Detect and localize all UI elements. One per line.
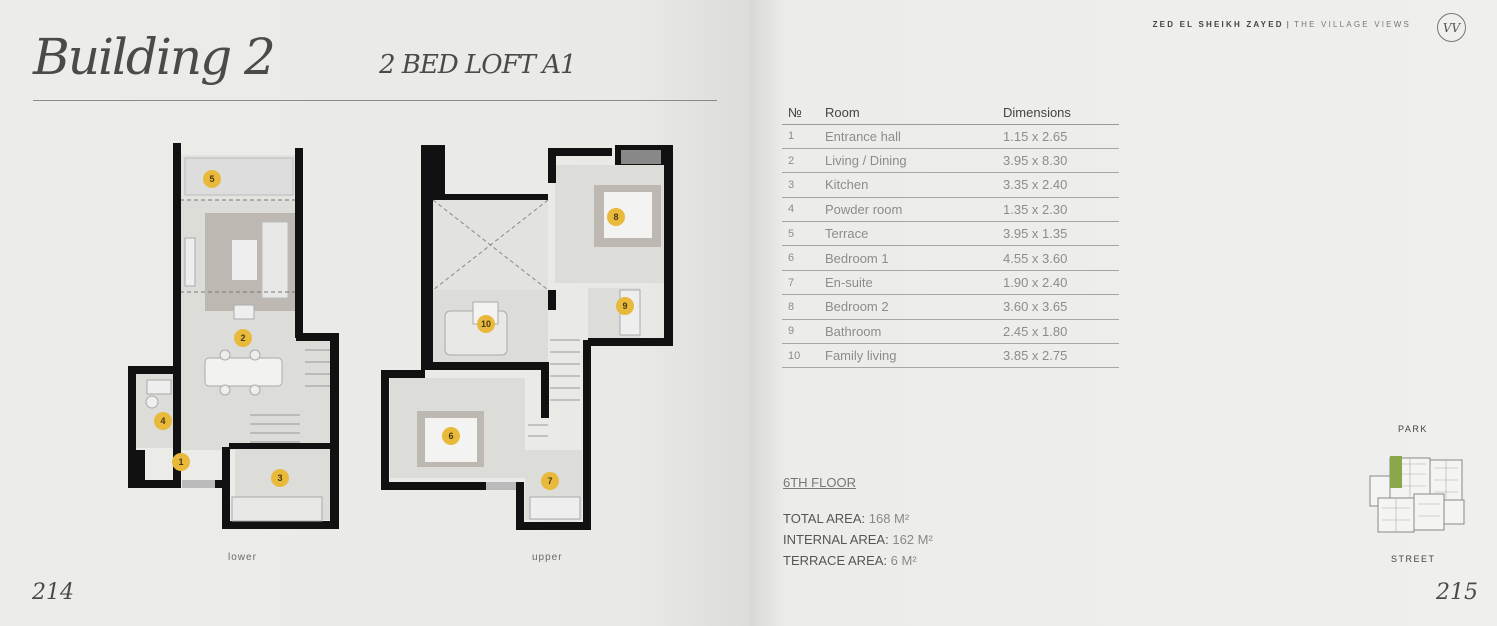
floor-label: 6TH FLOOR [783, 475, 856, 490]
svg-text:7: 7 [547, 476, 552, 486]
area-value: 168 M² [868, 511, 910, 526]
compass-park-label: PARK [1398, 424, 1428, 434]
monogram-logo: VV [1437, 13, 1466, 42]
row-number: 8 [782, 294, 819, 320]
row-number: 4 [782, 197, 819, 223]
building-key-plan [1369, 456, 1465, 533]
area-label: TERRACE AREA: [783, 553, 888, 568]
unit-type-title: 2 BED LOFT A1 [379, 50, 577, 80]
svg-text:9: 9 [622, 301, 627, 311]
col-header-room: Room [819, 102, 997, 125]
terrace-area: TERRACE AREA: 6 M² [783, 550, 933, 571]
row-dimensions: 1.15 x 2.65 [997, 124, 1119, 149]
room-marker-2: 2 [234, 329, 252, 347]
row-room: Terrace [819, 221, 997, 247]
row-room: En-suite [819, 270, 997, 296]
internal-area: INTERNAL AREA: 162 M² [783, 529, 933, 550]
row-dimensions: 3.60 x 3.65 [997, 294, 1119, 320]
svg-text:2: 2 [240, 333, 245, 343]
room-marker-6: 6 [442, 427, 460, 445]
svg-text:4: 4 [160, 416, 165, 426]
room-markers: 5 2 4 1 3 8 9 10 6 7 [154, 170, 634, 490]
room-marker-9: 9 [616, 297, 634, 315]
left-page: Building 2 2 BED LOFT A1 [0, 0, 749, 626]
room-marker-4: 4 [154, 412, 172, 430]
row-dimensions: 1.35 x 2.30 [997, 197, 1119, 223]
row-number: 1 [782, 124, 819, 149]
row-dimensions: 3.95 x 1.35 [997, 221, 1119, 247]
row-room: Bedroom 1 [819, 245, 997, 271]
row-room: Bathroom [819, 319, 997, 345]
col-header-number: № [782, 102, 819, 125]
header-separator: | [1286, 20, 1292, 29]
svg-text:8: 8 [613, 212, 618, 222]
area-label: TOTAL AREA: [783, 511, 866, 526]
running-header: ZED EL SHEIKH ZAYED|THE VILLAGE VIEWS [1153, 20, 1411, 29]
brand-name: ZED EL SHEIKH ZAYED [1152, 20, 1284, 29]
row-room: Entrance hall [819, 124, 997, 149]
floor-plans: 5 2 4 1 3 8 9 10 6 7 [128, 143, 673, 530]
upper-floor-caption: upper [532, 552, 563, 563]
row-dimensions: 3.95 x 8.30 [997, 148, 1119, 174]
row-dimensions: 1.90 x 2.40 [997, 270, 1119, 296]
room-marker-5: 5 [203, 170, 221, 188]
row-room: Powder room [819, 197, 997, 223]
building-title: Building 2 [33, 28, 276, 86]
svg-text:6: 6 [448, 431, 453, 441]
upper-floor-plan [381, 145, 673, 530]
page-number-right: 215 [1436, 580, 1478, 605]
unit-highlight [1390, 456, 1402, 488]
svg-text:5: 5 [209, 174, 214, 184]
compass-street-label: STREET [1391, 554, 1436, 564]
row-number: 5 [782, 221, 819, 247]
room-marker-3: 3 [271, 469, 289, 487]
row-number: 7 [782, 270, 819, 296]
row-number: 9 [782, 319, 819, 345]
row-room: Bedroom 2 [819, 294, 997, 320]
row-number: 6 [782, 245, 819, 271]
row-dimensions: 2.45 x 1.80 [997, 319, 1119, 345]
row-room: Kitchen [819, 172, 997, 198]
row-room: Living / Dining [819, 148, 997, 174]
row-dimensions: 3.85 x 2.75 [997, 343, 1119, 369]
row-dimensions: 4.55 x 3.60 [997, 245, 1119, 271]
project-name: THE VILLAGE VIEWS [1294, 20, 1411, 29]
area-value: 162 M² [892, 532, 933, 547]
row-number: 10 [782, 343, 819, 369]
area-summary: TOTAL AREA: 168 M² INTERNAL AREA: 162 M²… [783, 508, 933, 571]
svg-text:3: 3 [277, 473, 282, 483]
room-marker-8: 8 [607, 208, 625, 226]
row-room: Family living [819, 343, 997, 369]
col-header-dimensions: Dimensions [997, 102, 1119, 125]
svg-text:1: 1 [178, 457, 183, 467]
svg-text:10: 10 [481, 319, 491, 329]
title-divider [33, 100, 717, 101]
table-header-row: № Room Dimensions [782, 102, 1119, 125]
room-marker-7: 7 [541, 472, 559, 490]
row-dimensions: 3.35 x 2.40 [997, 172, 1119, 198]
page-number-left: 214 [32, 580, 74, 605]
room-marker-10: 10 [477, 315, 495, 333]
total-area: TOTAL AREA: 168 M² [783, 508, 933, 529]
area-value: 6 M² [890, 553, 917, 568]
row-number: 3 [782, 172, 819, 198]
row-number: 2 [782, 148, 819, 174]
lower-floor-caption: lower [228, 552, 257, 563]
area-label: INTERNAL AREA: [783, 532, 889, 547]
room-marker-1: 1 [172, 453, 190, 471]
lower-floor-plan [128, 143, 339, 529]
